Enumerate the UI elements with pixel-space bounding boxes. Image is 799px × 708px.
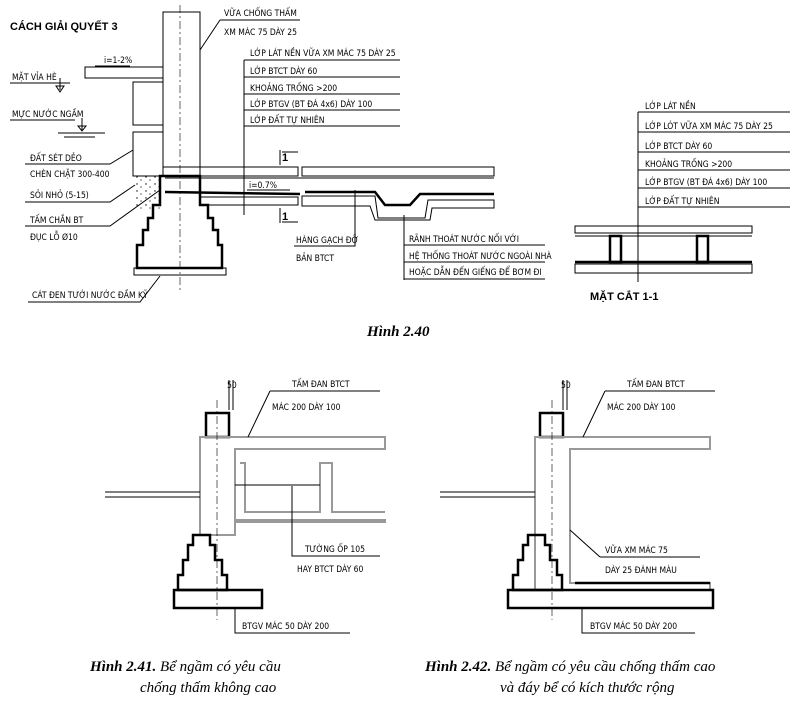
dimension-label: 50 [227, 381, 237, 391]
floor-layer-4: LỚP BTGV (BT ĐÁ 4x6) DÀY 100 [250, 98, 372, 110]
caption-line-1: Bể ngầm có yêu cầu [160, 659, 281, 675]
slab-label: TẤM ĐAN BTCT [626, 378, 685, 390]
clay-label: ĐẤT SÉT DẺO [30, 152, 82, 164]
plate-label: TẤM CHẮN BT [29, 213, 84, 226]
floor-layer-callout: LỚP LÁT NỀN VỮA XM MÁC 75 DÀY 25 LỚP BTC… [243, 46, 400, 215]
plate-label-2: ĐỤC LỖ Ø10 [30, 230, 78, 243]
floor-slope-label: i=0.7% [249, 181, 277, 191]
drain-label-3: HOẶC DẪN ĐẾN GIẾNG ĐỂ BƠM ĐI [409, 265, 542, 278]
caption-line-2: và đáy bể có kích thước rộng [500, 680, 675, 696]
dimension-label: 50 [561, 381, 571, 391]
base-label: BTGV MÁC 50 DÀY 200 [590, 620, 677, 632]
section-mark-bottom: 1 [282, 211, 288, 223]
heading: CÁCH GIẢI QUYẾT 3 [10, 20, 118, 33]
slab-label: TẤM ĐAN BTCT [291, 378, 350, 390]
brick-label: HÀNG GẠCH ĐỠ [296, 234, 359, 246]
wall-label-2: HAY BTCT DÀY 60 [297, 563, 364, 575]
section-layer-4: KHOẢNG TRỐNG >200 [645, 157, 732, 170]
clay-fill [132, 81, 164, 126]
section-mark-top: 1 [282, 152, 288, 164]
slope-label: i=1-2% [104, 56, 132, 66]
tank-wall [199, 436, 386, 536]
caption-number: Hình 2.42. [424, 659, 491, 675]
clay-label-2: CHÈN CHẶT 300-400 [30, 168, 110, 180]
drain-label-2: HỆ THỐNG THOÁT NƯỚC NGOÀI NHÀ [409, 249, 552, 262]
caption-line-1: Bể ngầm có yêu cầu chống thấm cao [495, 659, 716, 675]
section-layer-2: LỚP LÓT VỮA XM MÁC 75 DÀY 25 [645, 120, 773, 132]
mortar-label-2: DÀY 25 ĐÁNH MÀU [605, 564, 677, 576]
caption-line-2: chống thấm không cao [140, 680, 277, 696]
caption-2-42: Hình 2.42. Bể ngầm có yêu cầu chống thấm… [424, 659, 716, 675]
caption-2-41: Hình 2.41. Bể ngầm có yêu cầu [89, 659, 281, 675]
section-layer-3: LỚP BTCT DÀY 60 [645, 140, 712, 152]
figure-2-41: 50 TẤM ĐAN BTCT MÁC 200 DÀY 100 TƯỜNG ỐP… [89, 378, 386, 696]
figure-2-40: CÁCH GIẢI QUYẾT 3 MẶT VỈA HÈ i=1-2% MỰC … [10, 5, 790, 340]
base-label: BTGV MÁC 50 DÀY 200 [242, 620, 329, 632]
wall-label: TƯỜNG ỐP 105 [304, 542, 365, 555]
section-layer-6: LỚP ĐẤT TỰ NHIÊN [645, 195, 719, 207]
waterproof-label: VỮA CHỐNG THẤM [224, 6, 297, 19]
sand-label: CÁT ĐEN TƯỚI NƯỚC ĐẦM KỸ [32, 288, 148, 301]
section-title: MẶT CẮT 1-1 [590, 290, 658, 303]
floor-layer-5: LỚP ĐẤT TỰ NHIÊN [250, 114, 324, 126]
drain-label-1: RÃNH THOÁT NƯỚC NỐI VỚI [409, 232, 519, 245]
gravel-label: SỎI NHỎ (5-15) [30, 189, 89, 201]
caption-2-40: Hình 2.40 [366, 324, 430, 340]
mortar-label: VỮA XM MÁC 75 [605, 544, 668, 556]
floor-slab [199, 166, 299, 177]
floor-layer-3: KHOẢNG TRỐNG >200 [250, 81, 337, 94]
wall [162, 11, 201, 168]
section-layer-5: LỚP BTGV (BT ĐÁ 4x6) DÀY 100 [645, 176, 767, 188]
sidewalk-label: MẶT VỈA HÈ [12, 71, 57, 83]
floor-layer-2: LỚP BTCT DÀY 60 [250, 65, 317, 77]
slab-label-2: MÁC 200 DÀY 100 [607, 401, 676, 413]
sidewalk-slab [84, 66, 164, 79]
brick-label-2: BẢN BTCT [296, 252, 334, 264]
section-layer-1: LỚP LÁT NỀN [645, 99, 696, 112]
groundwater-label: MỰC NƯỚC NGẦM [12, 107, 83, 120]
waterproof-label-2: XM MÁC 75 DÀY 25 [224, 26, 297, 38]
caption-number: Hình 2.41. [89, 659, 156, 675]
slab-label-2: MÁC 200 DÀY 100 [272, 401, 341, 413]
figure-2-42: 50 TẤM ĐAN BTCT MÁC 200 DÀY 100 VỮA XM M… [424, 378, 716, 696]
section-1-1: LỚP LÁT NỀN LỚP LÓT VỮA XM MÁC 75 DÀY 25… [574, 99, 790, 303]
floor-layer-1: LỚP LÁT NỀN VỮA XM MÁC 75 DÀY 25 [250, 46, 396, 59]
